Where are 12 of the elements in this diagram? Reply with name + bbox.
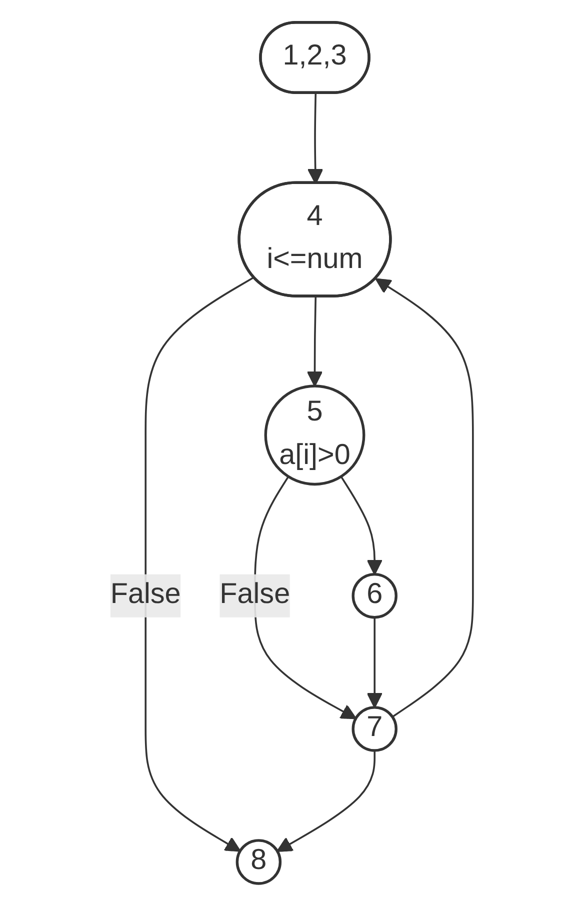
node-circle: 6 (352, 573, 398, 619)
arrow (367, 617, 383, 708)
edge-label: False (110, 580, 182, 610)
arrow (145, 276, 255, 852)
arrow (340, 476, 383, 576)
node-circle: 7 (352, 706, 398, 752)
edge-label: False (220, 580, 290, 610)
node-circle: 5 a[i]>0 (264, 384, 366, 486)
arrow (276, 750, 376, 852)
arrow (376, 278, 474, 718)
node-circle: 8 (236, 839, 282, 885)
arrow (307, 296, 323, 387)
